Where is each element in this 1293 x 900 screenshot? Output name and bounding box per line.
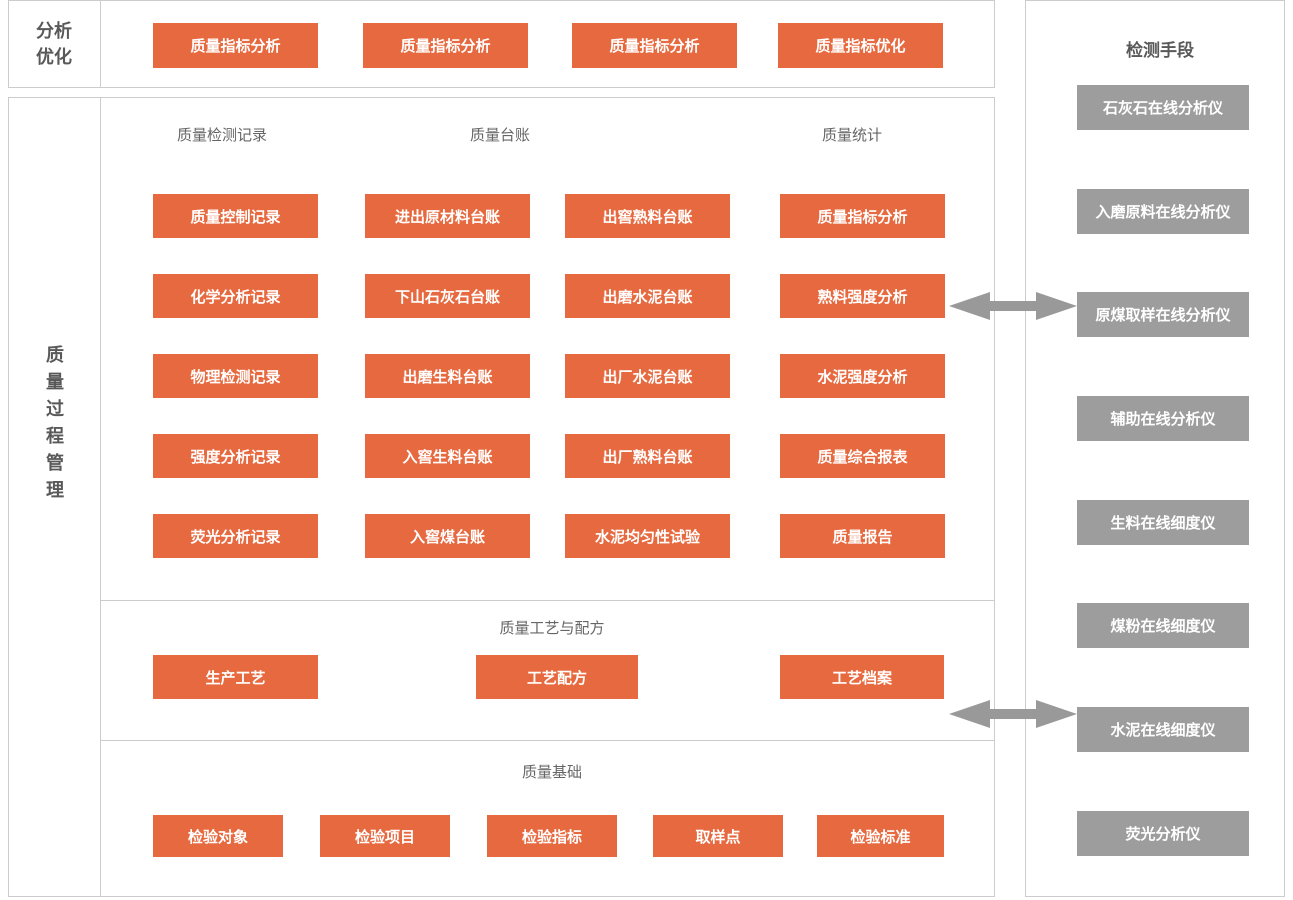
cement-fineness-meter-box: 水泥在线细度仪 [1077,707,1249,752]
coal-powder-fineness-meter-box: 煤粉在线细度仪 [1077,603,1249,648]
sampling-point-box: 取样点 [653,815,783,857]
raw-material-ledger-box: 进出原材料台账 [365,194,530,238]
limestone-ledger-box: 下山石灰石台账 [365,274,530,318]
process-archive-box: 工艺档案 [780,655,944,699]
cement-uniformity-test-box: 水泥均匀性试验 [565,514,730,558]
cement-out-mill-ledger-box: 出磨水泥台账 [565,274,730,318]
double-arrow-icon [949,292,1077,320]
analysis-label-line1: 分析 [36,21,72,41]
chemical-analysis-record-box: 化学分析记录 [153,274,318,318]
detection-devices-panel [1025,0,1285,897]
quality-process-label: 质量过程管理 [44,345,64,507]
detection-devices-title: 检测手段 [1126,41,1194,60]
quality-report-box: 质量报告 [780,514,945,558]
cement-shipped-ledger-box: 出厂水泥台账 [565,354,730,398]
clinker-shipped-ledger-box: 出厂熟料台账 [565,434,730,478]
main-panel-divider [100,97,101,897]
quality-index-analysis-stat-box: 质量指标分析 [780,194,945,238]
quality-index-optimization-box: 质量指标优化 [778,23,943,68]
stats-header: 质量统计 [821,127,883,144]
double-arrow-icon [949,700,1077,728]
inspection-standard-box: 检验标准 [817,815,944,857]
fluorescence-analyzer-box: 荧光分析仪 [1077,811,1249,856]
strength-analysis-record-box: 强度分析记录 [153,434,318,478]
section-divider-2 [100,740,995,741]
raw-meal-fineness-meter-box: 生料在线细度仪 [1077,500,1249,545]
clinker-strength-analysis-box: 熟料强度分析 [780,274,945,318]
raw-meal-into-kiln-ledger-box: 入窖生料台账 [365,434,530,478]
inspection-index-box: 检验指标 [487,815,617,857]
quality-index-analysis-box-3: 质量指标分析 [572,23,737,68]
top-panel-divider [100,0,101,88]
coal-into-kiln-ledger-box: 入窖煤台账 [365,514,530,558]
inspection-item-box: 检验项目 [320,815,450,857]
analysis-label-line2: 优化 [36,47,72,67]
limestone-online-analyzer-box: 石灰石在线分析仪 [1077,85,1249,130]
quality-control-record-box: 质量控制记录 [153,194,318,238]
production-process-box: 生产工艺 [153,655,318,699]
quality-process-label-wrap: 质量过程管理 [8,345,100,507]
section-divider-1 [100,600,995,601]
process-recipe-box: 工艺配方 [476,655,638,699]
analysis-optimization-label: 分析 优化 [8,0,100,88]
ledger-header: 质量台账 [469,127,531,144]
fluorescence-analysis-record-box: 荧光分析记录 [153,514,318,558]
cement-strength-analysis-box: 水泥强度分析 [780,354,945,398]
records-header: 质量检测记录 [176,127,268,144]
physical-test-record-box: 物理检测记录 [153,354,318,398]
quality-index-analysis-box-1: 质量指标分析 [153,23,318,68]
raw-coal-sampling-analyzer-box: 原煤取样在线分析仪 [1077,292,1249,337]
clinker-out-kiln-ledger-box: 出窖熟料台账 [565,194,730,238]
inspection-object-box: 检验对象 [153,815,283,857]
quality-summary-report-box: 质量综合报表 [780,434,945,478]
quality-basics-header: 质量基础 [521,764,583,781]
mill-feed-online-analyzer-box: 入磨原料在线分析仪 [1077,189,1249,234]
raw-meal-out-mill-ledger-box: 出磨生料台账 [365,354,530,398]
auxiliary-online-analyzer-box: 辅助在线分析仪 [1077,396,1249,441]
process-recipe-header: 质量工艺与配方 [499,620,605,637]
quality-index-analysis-box-2: 质量指标分析 [363,23,528,68]
